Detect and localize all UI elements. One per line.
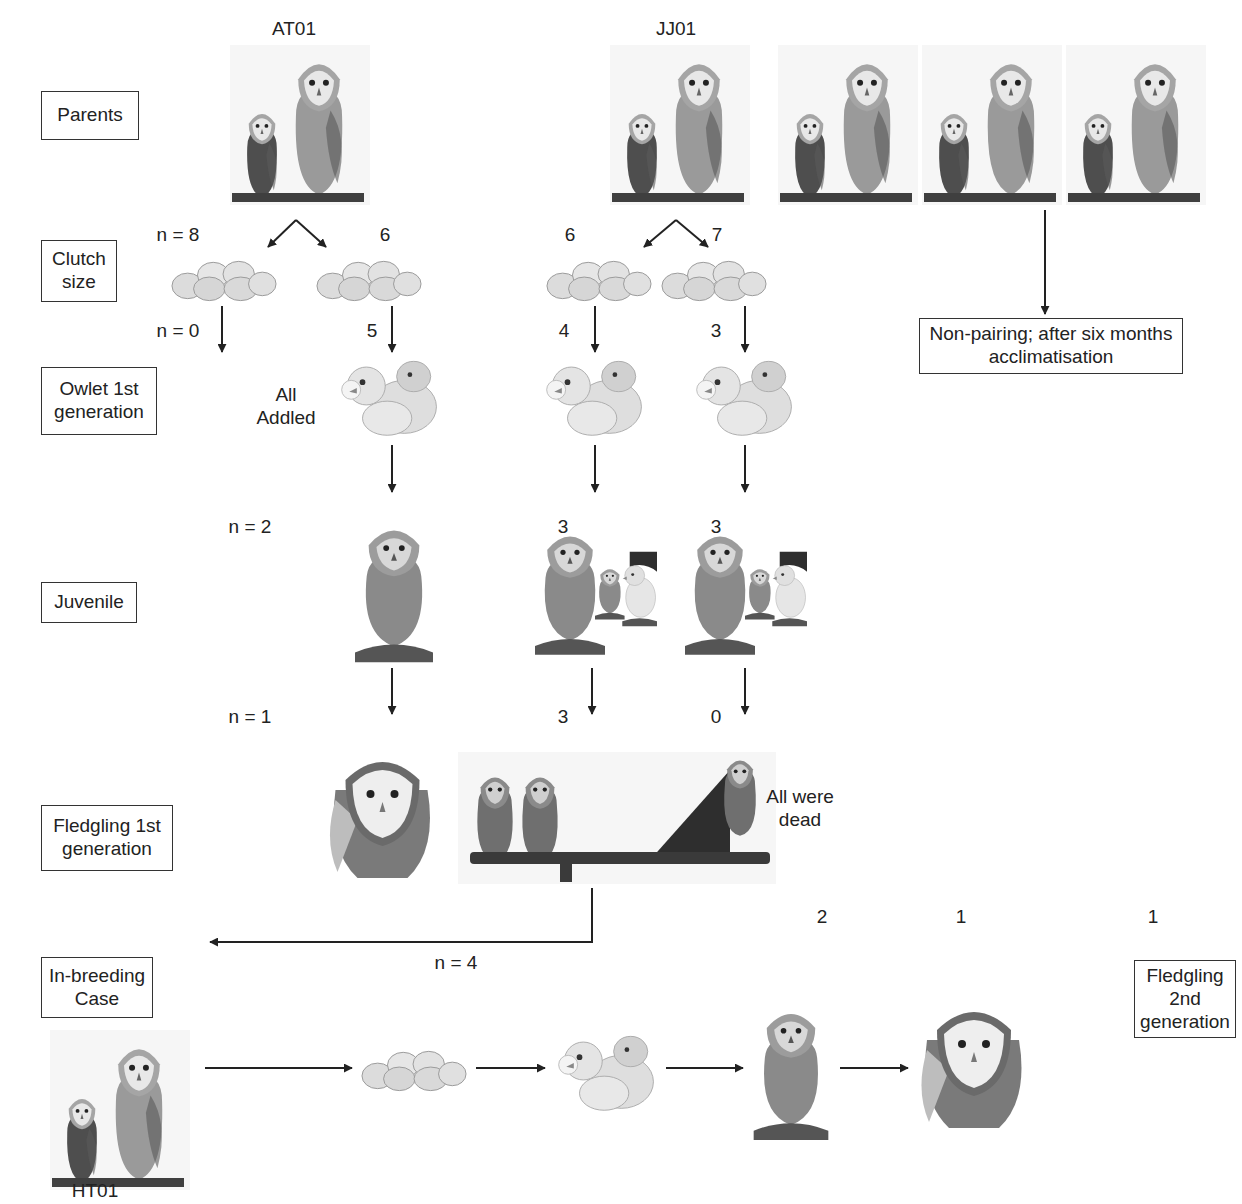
count-label: 0 — [711, 706, 722, 729]
stage-box: Parents — [41, 91, 139, 140]
count-label: n = 1 — [229, 706, 272, 729]
count-label: 2 — [817, 906, 828, 929]
count-label: 6 — [380, 224, 391, 247]
count-label: JJ01 — [656, 18, 696, 41]
count-label: 3 — [558, 706, 569, 729]
count-label: 7 — [712, 224, 723, 247]
stage-box: Non-pairing; after six months acclimatis… — [919, 318, 1183, 374]
count-label: 3 — [711, 320, 722, 343]
stage-box: Owlet 1st generation — [41, 367, 157, 435]
box-text: Juvenile — [54, 591, 124, 614]
box-text: In-breeding Case — [48, 965, 146, 1011]
count-label: 5 — [367, 320, 378, 343]
count-label: n = 8 — [157, 224, 200, 247]
box-text: Fledgling 2nd generation — [1140, 965, 1230, 1033]
stage-box: Clutch size — [41, 240, 117, 302]
count-label: All were dead — [754, 786, 846, 832]
stage-box: Fledgling 1st generation — [41, 805, 173, 871]
count-label: 3 — [558, 516, 569, 539]
count-label: 4 — [559, 320, 570, 343]
count-label: n = 0 — [157, 320, 200, 343]
count-label: AT01 — [272, 18, 316, 41]
stage-box: In-breeding Case — [41, 957, 153, 1018]
count-label: All Addled — [250, 384, 322, 430]
count-label: 6 — [565, 224, 576, 247]
box-text: Clutch size — [48, 248, 110, 294]
count-label: 1 — [956, 906, 967, 929]
stage-box: Juvenile — [41, 582, 137, 623]
count-label: 3 — [711, 516, 722, 539]
box-text: Owlet 1st generation — [48, 378, 150, 424]
count-label: n = 2 — [229, 516, 272, 539]
count-label: n = 4 — [435, 952, 478, 975]
box-text: Fledgling 1st generation — [48, 815, 166, 861]
count-label: HT01 — [72, 1180, 118, 1203]
box-text: Parents — [57, 104, 122, 127]
box-text: Non-pairing; after six months acclimatis… — [926, 323, 1176, 369]
count-label: 1 — [1148, 906, 1159, 929]
stage-box: Fledgling 2nd generation — [1134, 960, 1236, 1038]
